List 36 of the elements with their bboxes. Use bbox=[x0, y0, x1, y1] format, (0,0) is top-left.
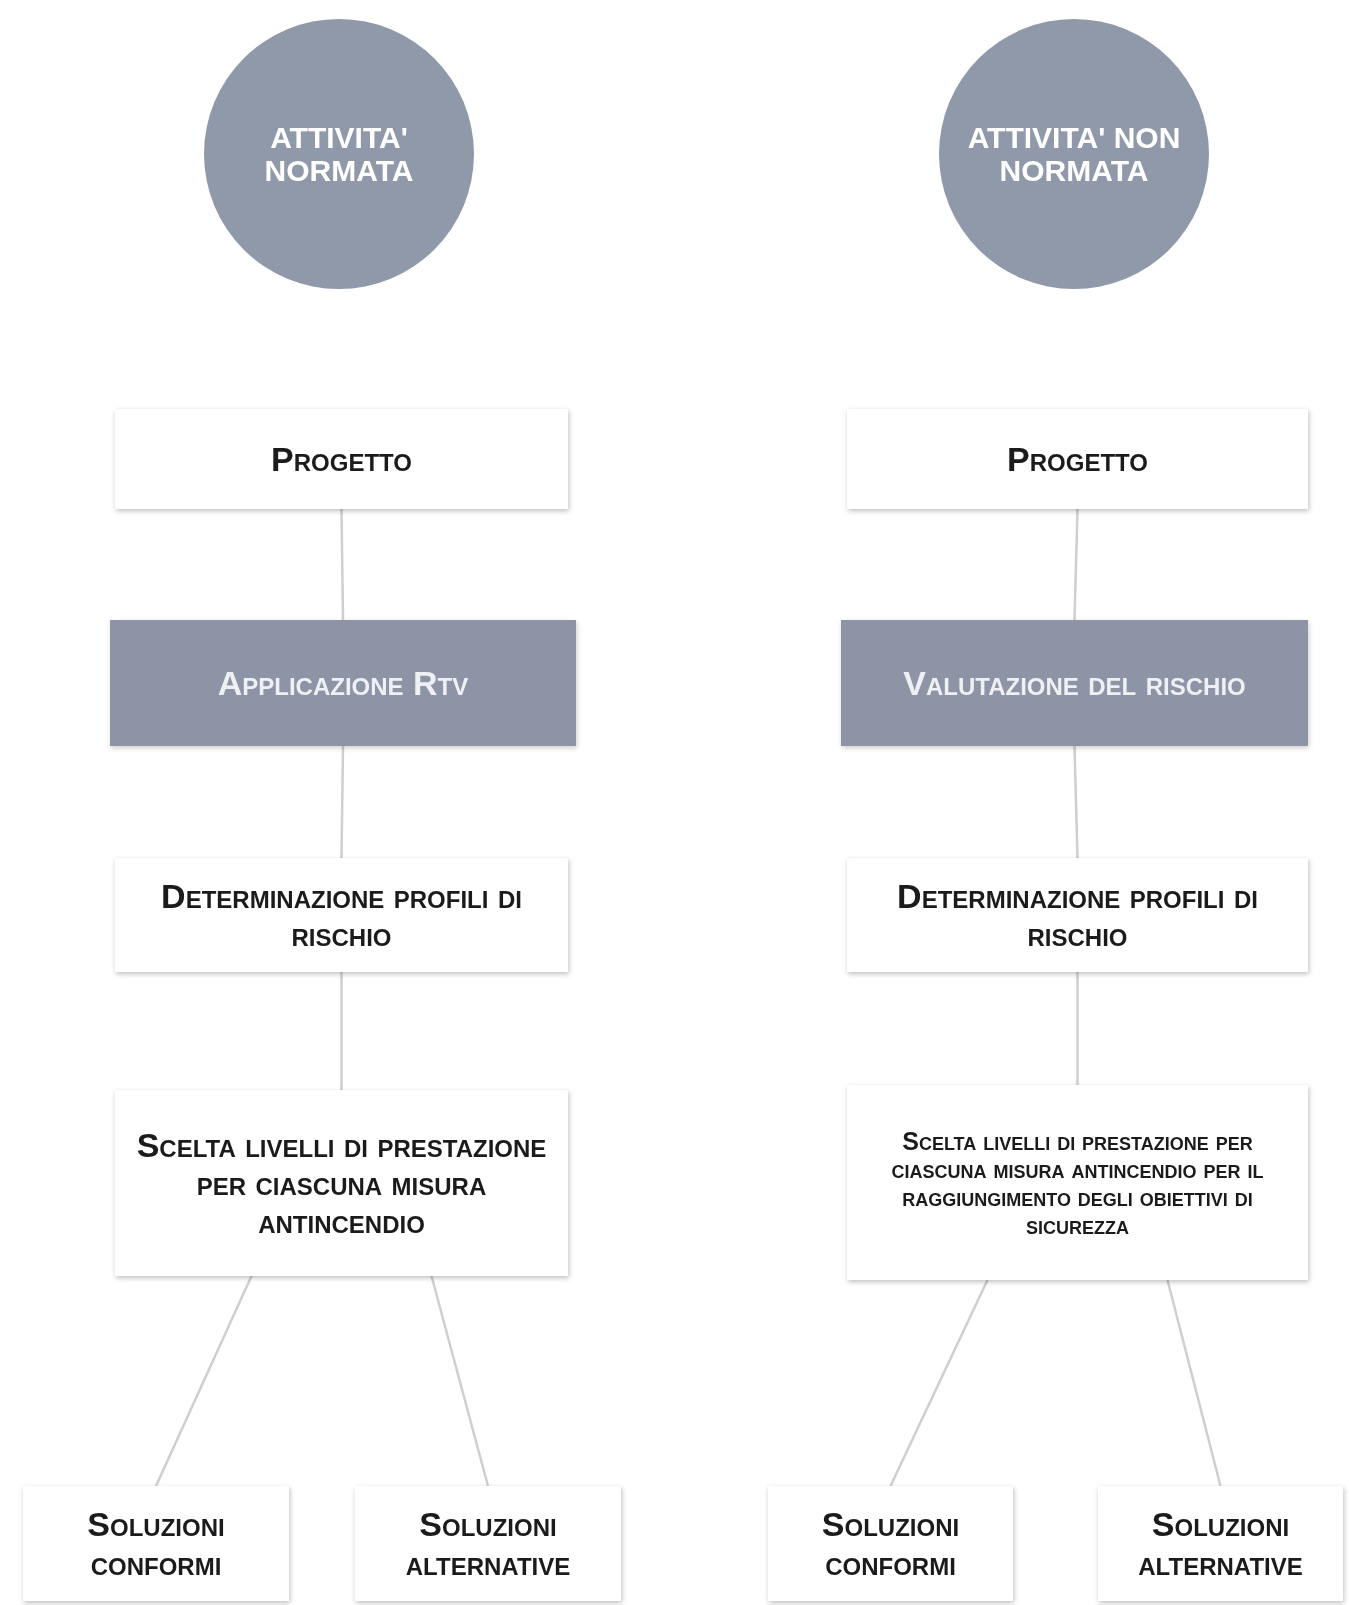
connector-line bbox=[154, 1275, 253, 1487]
step-label: Valutazione del rischio bbox=[902, 663, 1247, 703]
connector-line bbox=[1076, 972, 1079, 1085]
process-box bbox=[847, 1085, 1308, 1280]
connector-line bbox=[1073, 745, 1079, 859]
process-box bbox=[115, 409, 568, 509]
step-label: Soluzioni conformi bbox=[820, 1505, 961, 1582]
process-box bbox=[23, 1486, 289, 1601]
process-box bbox=[768, 1486, 1013, 1601]
highlighted-process-box bbox=[841, 620, 1308, 746]
process-box bbox=[355, 1486, 621, 1601]
connector-line bbox=[430, 1275, 490, 1487]
step-label: Progetto bbox=[270, 439, 413, 479]
connector-line bbox=[340, 509, 345, 620]
connector-line bbox=[889, 1279, 989, 1487]
step-label: Scelta livelli di prestazione per ciascuna misura antincendio per il raggiungimento degli obiettivi di sicurezza bbox=[890, 1126, 1265, 1239]
step-label: Determinazione profili di rischio bbox=[160, 876, 523, 954]
connector-line bbox=[340, 972, 343, 1090]
step-label: Soluzioni alternative bbox=[404, 1505, 572, 1582]
process-box bbox=[115, 858, 568, 972]
step-label: Scelta livelli di prestazione per ciascuna misura antincendio bbox=[135, 1125, 548, 1241]
process-box bbox=[115, 1090, 568, 1276]
step-label: Soluzioni conformi bbox=[86, 1505, 226, 1582]
connector-line bbox=[1166, 1279, 1222, 1487]
step-label: Soluzioni alternative bbox=[1137, 1505, 1304, 1582]
circle-label: ATTIVITA' NORMATA bbox=[263, 121, 415, 187]
connector-line bbox=[340, 746, 345, 858]
step-label: Progetto bbox=[1006, 439, 1149, 479]
process-box bbox=[1098, 1486, 1343, 1601]
step-label: Determinazione profili di rischio bbox=[896, 876, 1259, 954]
step-label: Applicazione Rtv bbox=[216, 663, 470, 703]
connector-line bbox=[1073, 508, 1079, 621]
process-box bbox=[847, 409, 1308, 509]
highlighted-process-box bbox=[110, 620, 576, 746]
circle-label: ATTIVITA' NON NORMATA bbox=[966, 121, 1182, 187]
process-box bbox=[847, 858, 1308, 972]
